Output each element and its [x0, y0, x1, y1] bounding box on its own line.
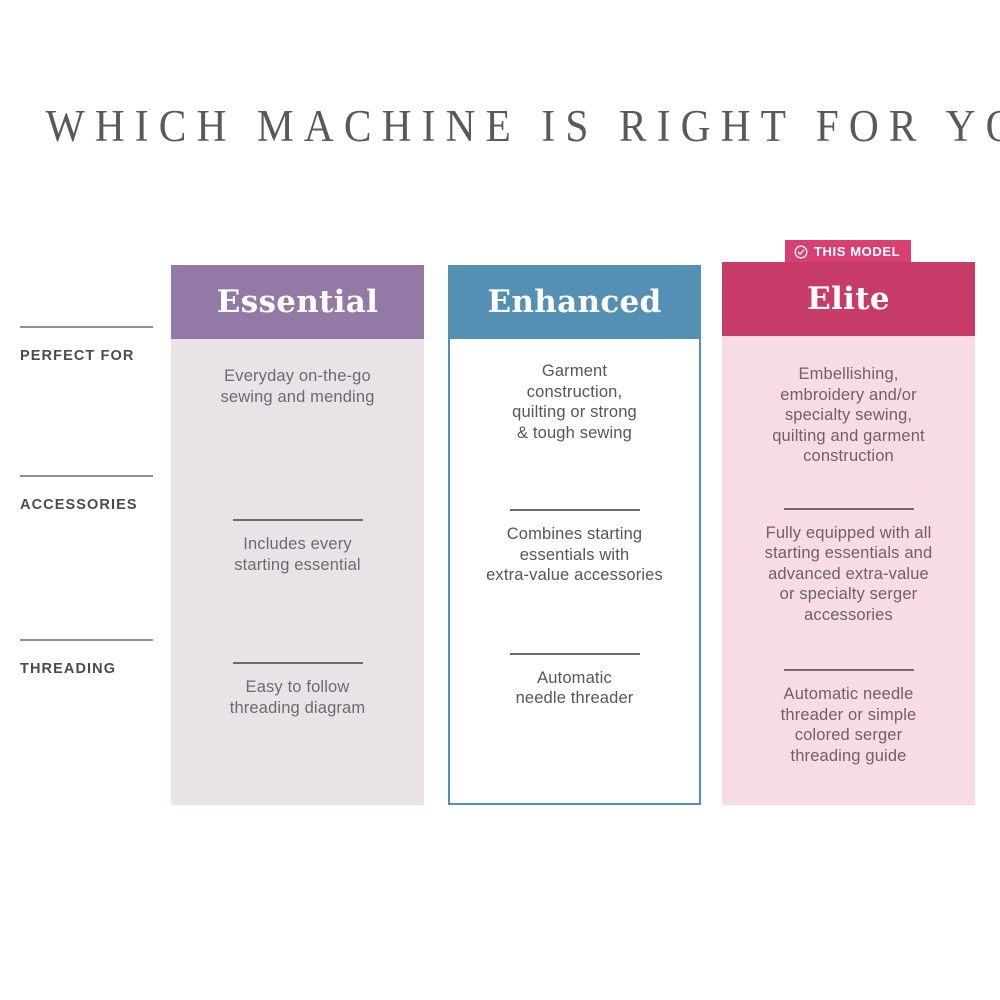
column-essential: Essential Everyday on-the-go sewing and …: [171, 265, 424, 805]
cell-text: Easy to follow threading diagram: [229, 678, 366, 717]
page-title-container: WHICH MACHINE IS RIGHT FOR YOU?: [0, 100, 1000, 152]
cell-text: Automatic needle threader or simple colo…: [780, 685, 917, 765]
column-elite: Elite Embellishing, embroidery and/or sp…: [722, 262, 975, 805]
check-circle-icon: [794, 245, 808, 258]
row-label-perfect-for: PERFECT FOR: [20, 326, 153, 364]
column-title: Elite: [807, 280, 890, 317]
cell-elite-accessories: Fully equipped with all starting essenti…: [722, 467, 975, 626]
cell-enhanced-perfect-for: Garment construction, quilting or strong…: [450, 339, 699, 443]
cell-divider: [232, 662, 363, 664]
column-title: Essential: [216, 283, 379, 320]
cell-divider: [783, 669, 914, 671]
column-body-elite: Embellishing, embroidery and/or specialt…: [722, 336, 975, 805]
machine-comparison-table: PERFECT FOR ACCESSORIES THREADING Essent…: [0, 232, 1000, 812]
row-label-text: ACCESSORIES: [20, 497, 138, 513]
cell-elite-threading: Automatic needle threader or simple colo…: [722, 625, 975, 766]
column-body-enhanced: Garment construction, quilting or strong…: [448, 339, 701, 805]
column-header-elite: Elite: [722, 262, 975, 336]
column-title: Enhanced: [487, 283, 662, 320]
row-label-divider: [20, 475, 153, 477]
page-title: WHICH MACHINE IS RIGHT FOR YOU?: [45, 101, 1000, 151]
cell-elite-perfect-for: Embellishing, embroidery and/or specialt…: [722, 336, 975, 467]
column-header-enhanced: Enhanced: [448, 265, 701, 339]
row-label-rail: PERFECT FOR ACCESSORIES THREADING: [20, 232, 155, 812]
cell-essential-perfect-for: Everyday on-the-go sewing and mending: [171, 339, 424, 407]
cell-text: Garment construction, quilting or strong…: [512, 362, 637, 442]
cell-text: Fully equipped with all starting essenti…: [764, 523, 933, 624]
cell-enhanced-threading: Automatic needle threader: [450, 586, 699, 709]
this-model-badge-label: THIS MODEL: [814, 244, 901, 259]
cell-essential-threading: Easy to follow threading diagram: [171, 575, 424, 718]
cell-text: Automatic needle threader: [515, 668, 634, 708]
this-model-badge: THIS MODEL: [785, 240, 912, 263]
row-label-text: PERFECT FOR: [20, 348, 135, 364]
row-label-accessories: ACCESSORIES: [20, 475, 153, 513]
cell-divider: [232, 519, 363, 521]
cell-essential-accessories: Includes every starting essential: [171, 407, 424, 575]
cell-divider: [509, 652, 640, 655]
row-label-divider: [20, 639, 153, 641]
row-label-text: THREADING: [20, 661, 117, 677]
row-label-threading: THREADING: [20, 639, 153, 677]
cell-divider: [783, 507, 914, 510]
cell-enhanced-accessories: Combines starting essentials with extra-…: [450, 443, 699, 586]
cell-text: Embellishing, embroidery and/or specialt…: [772, 365, 925, 465]
column-enhanced: Enhanced Garment construction, quilting …: [448, 265, 701, 805]
column-body-essential: Everyday on-the-go sewing and mending In…: [171, 339, 424, 805]
cell-divider: [509, 509, 640, 511]
row-label-divider: [20, 326, 153, 328]
cell-text: Includes every starting essential: [234, 535, 361, 574]
cell-text: Combines starting essentials with extra-…: [486, 525, 663, 584]
column-header-essential: Essential: [171, 265, 424, 339]
cell-text: Everyday on-the-go sewing and mending: [220, 367, 375, 406]
